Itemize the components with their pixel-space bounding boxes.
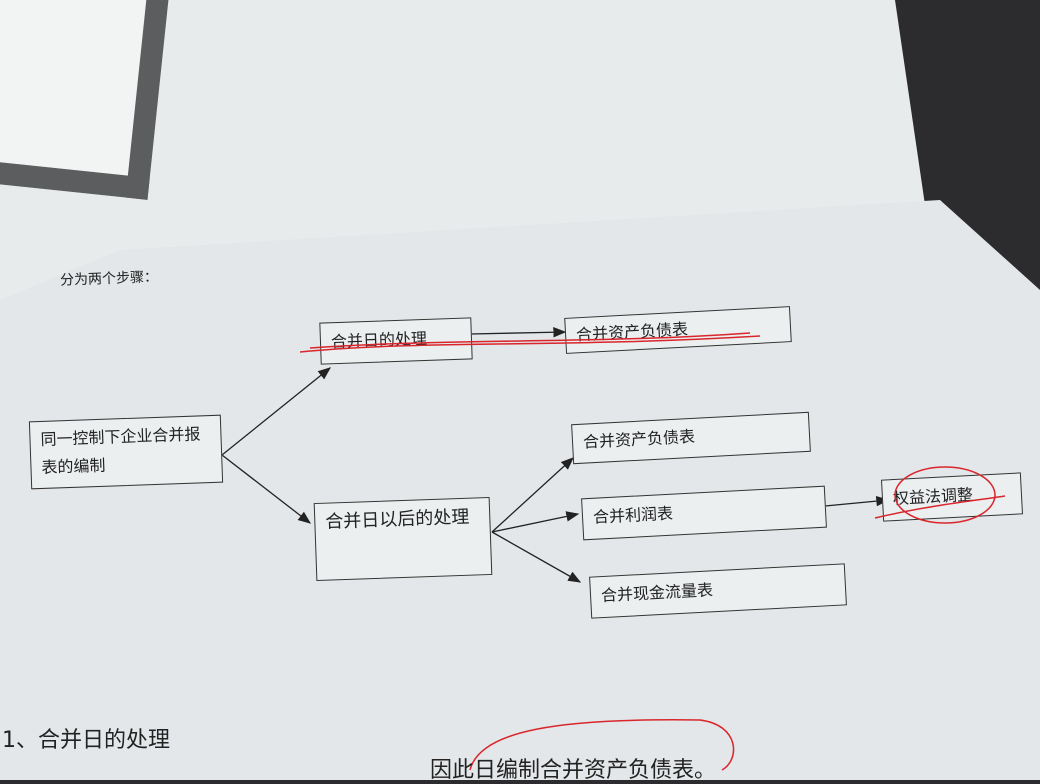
underline-on-date: [299, 332, 761, 353]
circle-equity-adjust: [894, 466, 996, 524]
circle-bottom-text: [469, 719, 735, 771]
arrow-root-to-on-date: [221, 367, 332, 456]
arrow-after-to-income: [491, 511, 580, 533]
section-heading: 1、合并日的处理: [2, 728, 170, 753]
arrow-after-to-cashflow: [491, 531, 582, 583]
arrow-root-to-after-date: [221, 454, 312, 524]
arrow-after-to-balance: [491, 457, 574, 533]
bottom-text: 因此日编制合并资产负债表。: [430, 758, 717, 783]
arrow-on-date-to-balance: [469, 327, 567, 338]
arrow-income-to-equity: [824, 495, 890, 507]
underline-equity-adjust: [874, 495, 1006, 519]
